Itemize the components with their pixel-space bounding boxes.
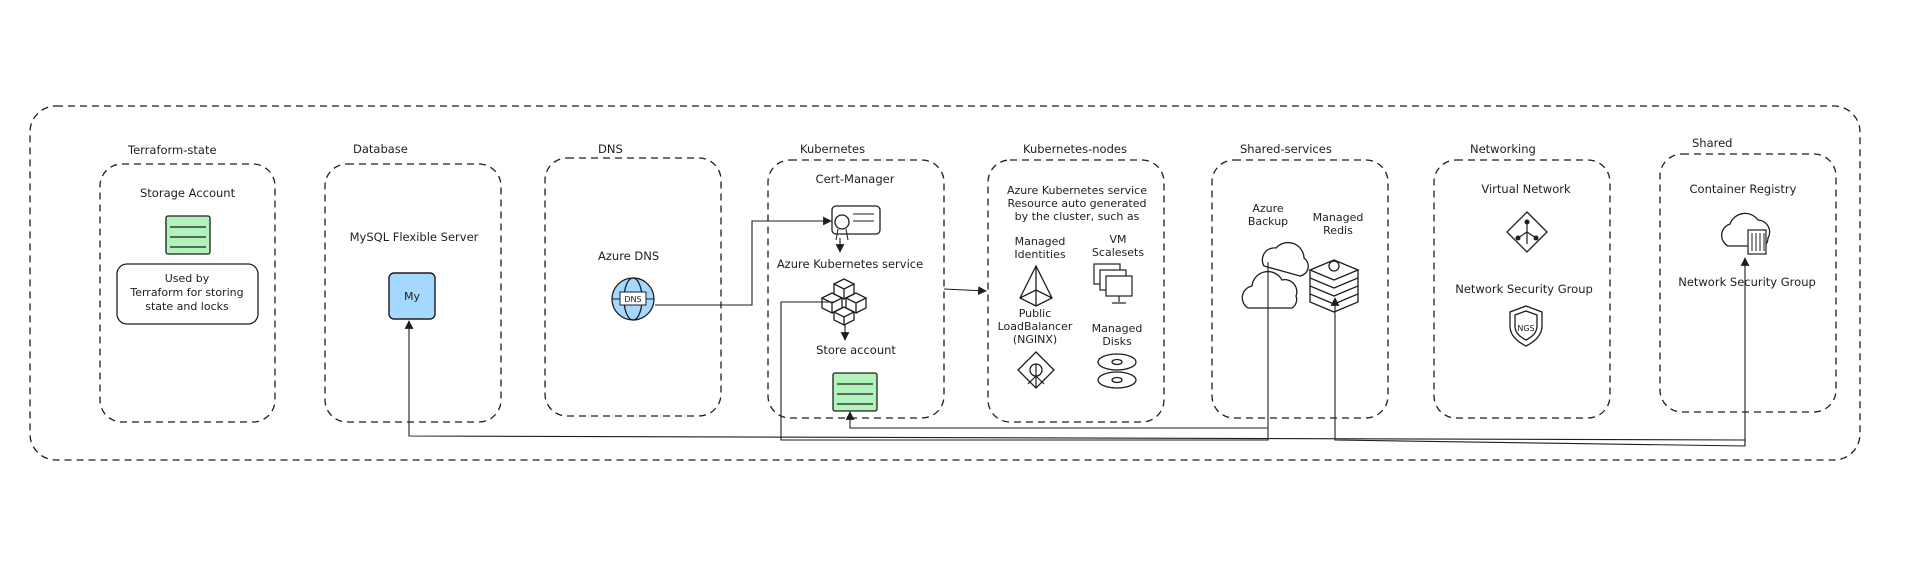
group-title: Shared-services	[1240, 142, 1332, 156]
group-shared: Shared Container Registry Network Securi…	[1659, 136, 1837, 413]
note-line-2: Terraform for storing	[129, 286, 243, 299]
group-border	[987, 159, 1165, 423]
group-dns: DNS Azure DNS DNS	[544, 142, 722, 417]
connector-registry-to-redis	[1330, 297, 1746, 447]
group-border	[324, 163, 502, 423]
desc-line-1: Azure Kubernetes service	[1007, 184, 1147, 197]
svg-text:DNS: DNS	[624, 295, 641, 304]
group-title: Kubernetes	[800, 142, 865, 156]
svg-text:My: My	[404, 290, 420, 303]
group-border	[544, 157, 722, 417]
group-title: Database	[353, 142, 408, 156]
managed-redis-line-1: Managed	[1313, 211, 1364, 224]
aks-cubes-icon	[820, 278, 868, 327]
public-lb-line-3: (NGINX)	[1013, 333, 1057, 346]
group-border	[1659, 153, 1837, 413]
connector-k8s-to-nodes	[943, 286, 987, 296]
note-box	[116, 263, 259, 325]
storage-account-label: Storage Account	[140, 186, 236, 200]
connectors	[404, 216, 1750, 447]
nsg-label: Network Security Group	[1455, 282, 1593, 296]
storage-account-icon	[165, 215, 211, 255]
cert-manager-label: Cert-Manager	[816, 172, 895, 186]
mysql-icon: My	[388, 272, 436, 320]
note-line-3: state and locks	[145, 300, 229, 313]
vm-scalesets-line-2: Scalesets	[1092, 246, 1144, 259]
redis-icon	[1308, 259, 1360, 313]
vm-scaleset-icon	[1093, 263, 1133, 304]
outer-boundary	[29, 105, 1861, 461]
managed-disks-line-1: Managed	[1092, 322, 1143, 335]
connector-registry-to-mysql	[404, 320, 1746, 446]
group-title: Shared	[1692, 136, 1733, 150]
connector-aks-backup	[780, 262, 1269, 441]
managed-disks-line-2: Disks	[1102, 335, 1132, 348]
group-kubernetes-nodes: Kubernetes-nodes Azure Kubernetes servic…	[987, 142, 1165, 423]
group-database: Database MySQL Flexible Server My	[324, 142, 502, 423]
managed-identities-line-1: Managed	[1015, 235, 1066, 248]
group-title: Terraform-state	[127, 143, 217, 157]
container-registry-icon	[1721, 212, 1771, 255]
store-account-label: Store account	[816, 343, 896, 357]
group-border	[1433, 159, 1611, 419]
public-lb-line-1: Public	[1019, 307, 1052, 320]
azure-backup-line-2: Backup	[1248, 215, 1288, 228]
desc-line-3: by the cluster, such as	[1015, 210, 1140, 223]
store-account-icon	[832, 372, 878, 412]
mysql-label: MySQL Flexible Server	[350, 230, 479, 244]
group-border	[1211, 159, 1389, 419]
note-line-1: Used by	[165, 272, 210, 285]
container-registry-label: Container Registry	[1690, 182, 1797, 196]
group-networking: Networking Virtual Network Network Secur…	[1433, 142, 1611, 419]
public-lb-line-2: LoadBalancer	[998, 320, 1073, 333]
shared-nsg-label: Network Security Group	[1678, 275, 1816, 289]
azure-dns-label: Azure DNS	[598, 249, 659, 263]
certificate-icon	[831, 205, 881, 241]
virtual-network-icon	[1506, 211, 1548, 253]
desc-line-2: Resource auto generated	[1007, 197, 1146, 210]
group-border	[767, 159, 945, 419]
svg-text:NGS: NGS	[1517, 324, 1534, 333]
managed-identity-icon	[1019, 264, 1053, 307]
managed-disks-icon	[1097, 353, 1137, 389]
group-title: DNS	[598, 142, 623, 156]
managed-identities-line-2: Identities	[1014, 248, 1065, 261]
group-terraform-state: Terraform-state Storage Account Used by …	[99, 143, 276, 423]
aks-label: Azure Kubernetes service	[777, 257, 923, 271]
managed-redis-line-2: Redis	[1323, 224, 1353, 237]
load-balancer-icon	[1017, 351, 1055, 389]
connector-dns-to-cert	[655, 216, 832, 306]
group-title: Networking	[1470, 142, 1536, 156]
virtual-network-label: Virtual Network	[1481, 182, 1571, 196]
connector-to-store-account	[845, 411, 1268, 429]
group-title: Kubernetes-nodes	[1023, 142, 1127, 156]
vm-scalesets-line-1: VM	[1109, 233, 1126, 246]
dns-globe-icon: DNS	[611, 277, 655, 321]
azure-backup-line-1: Azure	[1252, 202, 1284, 215]
backup-cloud-icon	[1241, 241, 1309, 309]
group-kubernetes: Kubernetes Cert-Manager Azure Kubernetes…	[767, 142, 945, 419]
group-border	[99, 163, 276, 423]
group-shared-services: Shared-services Azure Backup Managed Red…	[1211, 142, 1389, 419]
nsg-shield-icon: NGS	[1509, 305, 1543, 347]
